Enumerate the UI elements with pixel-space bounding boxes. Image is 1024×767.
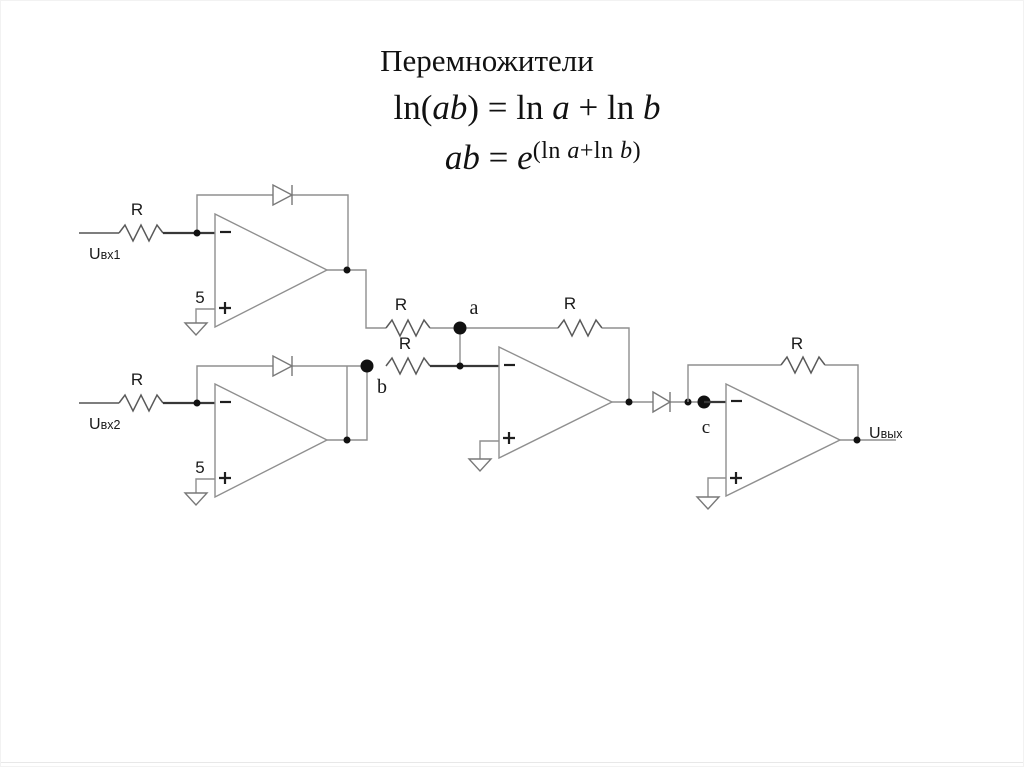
junction-dot-icon: [193, 399, 201, 407]
resistor-zigzag-icon: [118, 223, 164, 243]
input2-label: Uвх2: [89, 416, 120, 433]
resistor-label: R: [131, 370, 143, 389]
formula-text: =: [479, 138, 518, 177]
output-wire: [327, 366, 368, 441]
junction-dot-icon: [456, 362, 464, 370]
formula-text: ): [632, 138, 642, 164]
formula-ln-product: ln(ab) = ln a + ln b: [394, 90, 661, 125]
resistor-zigzag-icon: [385, 318, 431, 338]
feedback-wire-right: [825, 364, 859, 440]
formula-text: (ln: [532, 138, 568, 164]
junction-dot-icon: [625, 398, 633, 406]
summing-amp: R R R a b c: [360, 294, 711, 473]
junction-dot-icon: [193, 229, 201, 237]
opamp-triangle-icon: [214, 382, 329, 499]
ground-icon: [183, 492, 209, 507]
resistor-label: R: [131, 200, 143, 219]
feedback-wire: [687, 364, 781, 402]
output-label: Uвых: [869, 425, 903, 442]
resistor-zigzag-icon: [385, 356, 431, 376]
output-wire: [327, 269, 386, 329]
feedback-wire-right: [602, 327, 630, 402]
log-amp-1: R 5 Uвх1: [79, 183, 386, 337]
junction-dot-icon: [853, 436, 861, 444]
plus-icon: [503, 432, 515, 444]
noninverting-stub: [707, 477, 726, 497]
opamp-triangle-icon: [214, 212, 329, 329]
junction-dot-icon: [343, 436, 351, 444]
opamp-triangle-icon: [498, 345, 614, 460]
page-title: Перемножители: [380, 43, 594, 78]
bias-label: 5: [195, 458, 204, 477]
feedback-wire: [196, 194, 349, 270]
formula-var: a: [567, 138, 580, 164]
formula-var: b: [620, 138, 633, 164]
resistor-zigzag-icon: [557, 318, 603, 338]
formula-text: + ln: [569, 88, 643, 127]
node-a-label: a: [470, 297, 479, 319]
formula-var: ab: [432, 88, 468, 127]
formula-var: b: [642, 88, 661, 127]
formula-var: a: [552, 88, 570, 127]
formula-text: +ln: [579, 138, 621, 164]
resistor-zigzag-icon: [780, 355, 826, 375]
log-amp-2: R 5 Uвх2: [79, 354, 368, 507]
resistor-label: R: [395, 295, 407, 314]
resistor-label: R: [564, 294, 576, 313]
plus-icon: [219, 302, 231, 314]
noninverting-stub: [195, 478, 215, 493]
resistor-label: R: [399, 334, 411, 353]
formula-var: ab: [444, 138, 480, 177]
diode-icon: [272, 183, 294, 207]
output-amp: R Uвых: [687, 334, 903, 511]
page-bottom-divider: [1, 762, 1023, 763]
ground-icon: [183, 322, 209, 337]
resistor-zigzag-icon: [118, 393, 164, 413]
formula-text: ) = ln: [467, 88, 553, 127]
noninverting-stub: [479, 440, 499, 459]
node-b-label: b: [377, 376, 387, 398]
feedback-wire: [196, 365, 367, 403]
opamp-triangle-icon: [725, 382, 842, 498]
formula-var: e: [517, 138, 533, 177]
noninverting-stub: [195, 308, 215, 323]
diode-icon: [272, 354, 294, 378]
resistor-label: R: [791, 334, 803, 353]
ground-icon: [467, 458, 493, 473]
plus-icon: [219, 472, 231, 484]
node-a-dot: [453, 321, 467, 335]
plus-icon: [730, 472, 742, 484]
node-c-label: c: [702, 417, 710, 438]
formula-superscript: (ln a+ln b): [533, 138, 641, 164]
junction-dot-icon: [343, 266, 351, 274]
formula-exponent: ab = e(ln a+ln b): [445, 139, 641, 175]
ground-icon: [695, 496, 721, 511]
diode-icon: [652, 390, 672, 414]
formula-text: ln(: [393, 88, 433, 127]
bias-label: 5: [195, 288, 204, 307]
node-b-dot: [360, 359, 374, 373]
input1-label: Uвх1: [89, 246, 120, 263]
